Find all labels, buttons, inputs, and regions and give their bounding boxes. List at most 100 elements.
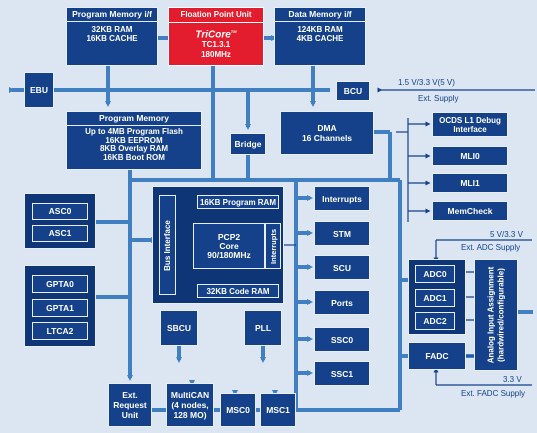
program-memory-bootrom: 16KB Boot ROM — [103, 152, 165, 162]
pcp-core-name: PCP2 — [217, 231, 241, 242]
ssc0-block: SSC0 — [314, 327, 370, 352]
adc1-label: ADC1 — [423, 292, 447, 303]
top-supply-label: Ext. Supply — [418, 94, 459, 103]
floating-point-unit-block: Floation Point Unit TriCoreTM TC1.3.1 18… — [168, 7, 264, 66]
fadc-label: FADC — [425, 351, 449, 361]
program-memory-block: Program Memory Up to 4MB Program Flash 1… — [66, 111, 202, 170]
stm-label: STM — [333, 228, 351, 239]
sbcu-block: SBCU — [160, 310, 198, 346]
adc2-label: ADC2 — [423, 315, 447, 326]
data-memory-if-title: Data Memory i/f — [275, 8, 365, 22]
fadc-supply-voltage: 3.3 V — [503, 375, 522, 384]
mli1-label: MLI1 — [460, 178, 480, 188]
ocds-line2: Interface — [453, 124, 487, 134]
interrupts-block: Interrupts — [314, 186, 370, 211]
memcheck-label: MemCheck — [447, 206, 493, 216]
program-memory-title: Program Memory — [67, 112, 201, 126]
tricore-logo-text: TriCore — [195, 29, 231, 41]
asc0-label: ASC0 — [48, 206, 72, 216]
program-memory-if-title: Program Memory i/f — [67, 8, 157, 22]
ocds-line1: OCDS L1 Debug — [439, 115, 501, 125]
top-supply-voltage: 1.5 V/3.3 V(5 V) — [398, 78, 455, 87]
msc1-block: MSC1 — [260, 393, 296, 427]
asc0-block: ASC0 — [32, 203, 88, 220]
gpta-group: GPTA0 GPTA1 LTCA2 — [24, 265, 96, 347]
adc-supply-voltage: 5 V/3.3 V — [490, 230, 523, 239]
sbcu-label: SBCU — [166, 323, 192, 333]
ports-label: Ports — [331, 297, 353, 308]
fadc-block: FADC — [408, 342, 466, 370]
analog-input-assignment-block: Analog Input Assignment (hardwired/confi… — [474, 259, 518, 371]
adc0-label: ADC0 — [423, 268, 447, 279]
adc1-block: ADC1 — [415, 289, 455, 307]
pll-label: PLL — [254, 323, 272, 333]
ext-request-unit-block: Ext. Request Unit — [108, 383, 152, 427]
interrupts-label: Interrupts — [322, 193, 362, 204]
pcp-bus-interface-label: Bus Interface — [163, 219, 172, 271]
scu-label: SCU — [333, 262, 351, 273]
scu-block: SCU — [314, 255, 370, 280]
multican-block: MultiCAN (4 nodes, 128 MO) — [166, 383, 214, 427]
pcp-program-ram-label: 16KB Program RAM — [199, 197, 276, 207]
adc2-block: ADC2 — [415, 312, 455, 330]
gpta1-block: GPTA1 — [32, 299, 88, 317]
pcp-interrupts-label: Interrupts — [268, 228, 278, 264]
analog-input-line2: (hardwired/configurable) — [496, 268, 505, 362]
ext-request-line3: Unit — [121, 410, 139, 420]
ocds-debug-block: OCDS L1 Debug Interface — [432, 112, 508, 137]
adc-supply-label: Ext. ADC Supply — [461, 243, 521, 252]
pcp-core: PCP2 Core 90/180MHz — [193, 223, 265, 269]
analog-input-line1: Analog Input Assignment — [486, 266, 495, 364]
program-memory-overlay: 8KB Overlay RAM — [99, 144, 169, 153]
program-memory-eeprom: 16KB EEPROM — [105, 135, 163, 145]
mli0-label: MLI0 — [460, 151, 480, 161]
data-memory-if-cache: 4KB CACHE — [296, 34, 344, 43]
dma-label: DMA — [317, 123, 337, 133]
multican-line2: (4 nodes, — [171, 400, 209, 410]
fpu-version: TC1.3.1 — [201, 40, 231, 50]
ssc1-label: SSC1 — [330, 368, 354, 379]
program-memory-if-block: Program Memory i/f 32KB RAM 16KB CACHE — [66, 7, 158, 66]
pcp-code-ram: 32KB Code RAM — [197, 284, 279, 298]
ssc0-label: SSC0 — [330, 334, 354, 345]
tricore-logo: TriCoreTM — [169, 26, 263, 40]
gpta1-label: GPTA1 — [46, 302, 74, 313]
tricore-tm: TM — [230, 29, 237, 34]
gpta0-label: GPTA0 — [46, 278, 74, 289]
multican-line1: MultiCAN — [170, 390, 210, 400]
bcu-block: BCU — [336, 81, 370, 101]
bridge-block: Bridge — [230, 133, 266, 155]
fadc-supply-label: Ext. FADC Supply — [461, 389, 526, 398]
ebu-block: EBU — [24, 72, 54, 108]
pcp-interrupts: Interrupts — [265, 223, 281, 269]
ebu-label: EBU — [30, 85, 48, 95]
pcp-core-frequency: 90/180MHz — [207, 249, 251, 260]
msc0-label: MSC0 — [226, 405, 250, 415]
msc1-label: MSC1 — [266, 405, 290, 415]
ltca2-label: LTCA2 — [46, 325, 74, 336]
program-memory-if-ram: 32KB RAM — [91, 25, 133, 34]
pcp-bus-interface: Bus Interface — [159, 195, 176, 295]
asc1-block: ASC1 — [32, 225, 88, 242]
dma-channels: 16 Channels — [301, 133, 353, 143]
data-memory-if-ram: 124KB RAM — [297, 25, 343, 34]
ext-request-line1: Ext. — [122, 390, 138, 400]
ext-request-line2: Request — [113, 400, 147, 410]
asc-group: ASC0 ASC1 — [24, 193, 96, 249]
ltca2-block: LTCA2 — [32, 322, 88, 340]
program-memory-if-cache: 16KB CACHE — [86, 34, 138, 43]
mli1-block: MLI1 — [432, 173, 508, 193]
memcheck-block: MemCheck — [432, 201, 508, 221]
bcu-label: BCU — [343, 86, 363, 96]
ssc1-block: SSC1 — [314, 361, 370, 386]
pcp-core-label: Core — [219, 240, 239, 251]
pcp-code-ram-label: 32KB Code RAM — [206, 286, 270, 296]
bridge-label: Bridge — [234, 139, 262, 149]
program-memory-flash: Up to 4MB Program Flash — [85, 127, 183, 136]
pll-block: PLL — [244, 310, 282, 346]
mli0-block: MLI0 — [432, 146, 508, 166]
fpu-frequency: 180MHz — [201, 50, 231, 60]
ports-block: Ports — [314, 290, 370, 315]
stm-block: STM — [314, 221, 370, 246]
